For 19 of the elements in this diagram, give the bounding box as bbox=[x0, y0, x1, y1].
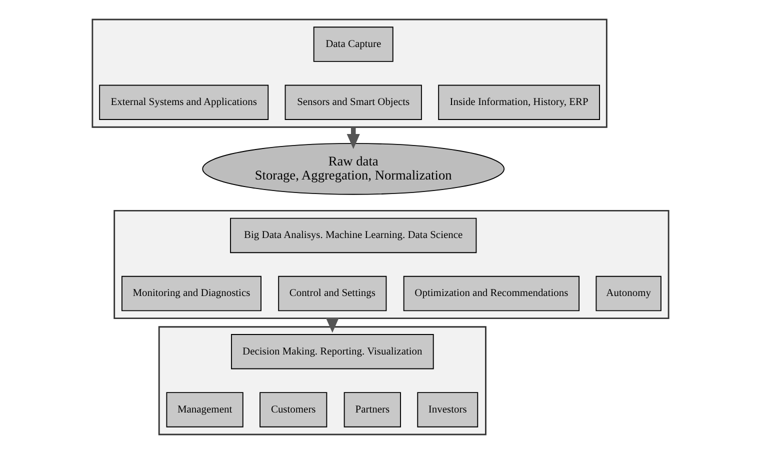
node-box: Sensors and Smart Objects bbox=[284, 84, 422, 120]
arrow bbox=[346, 127, 360, 150]
node-box: Decision Making. Reporting. Visualization bbox=[230, 334, 434, 370]
node-box: Big Data Analisys. Machine Learning. Data Science bbox=[230, 218, 476, 254]
node-ellipse: Raw data Storage, Aggregation, Normalization bbox=[202, 142, 504, 195]
node-box: Optimization and Recommendations bbox=[402, 276, 580, 312]
node-box: Control and Settings bbox=[278, 276, 386, 312]
node-box: Inside Information, History, ERP bbox=[438, 84, 600, 120]
node-box: Data Capture bbox=[312, 26, 393, 62]
cluster bbox=[158, 326, 486, 436]
node-box: Customers bbox=[259, 392, 327, 428]
node-box: Monitoring and Diagnostics bbox=[120, 276, 261, 312]
node-box: External Systems and Applications bbox=[98, 84, 268, 120]
cluster bbox=[91, 18, 607, 128]
node-box: Management bbox=[166, 392, 243, 428]
node-box: Partners bbox=[343, 392, 400, 428]
node-box: Investors bbox=[416, 392, 478, 428]
cluster bbox=[113, 210, 669, 319]
node-box: Autonomy bbox=[595, 276, 661, 312]
